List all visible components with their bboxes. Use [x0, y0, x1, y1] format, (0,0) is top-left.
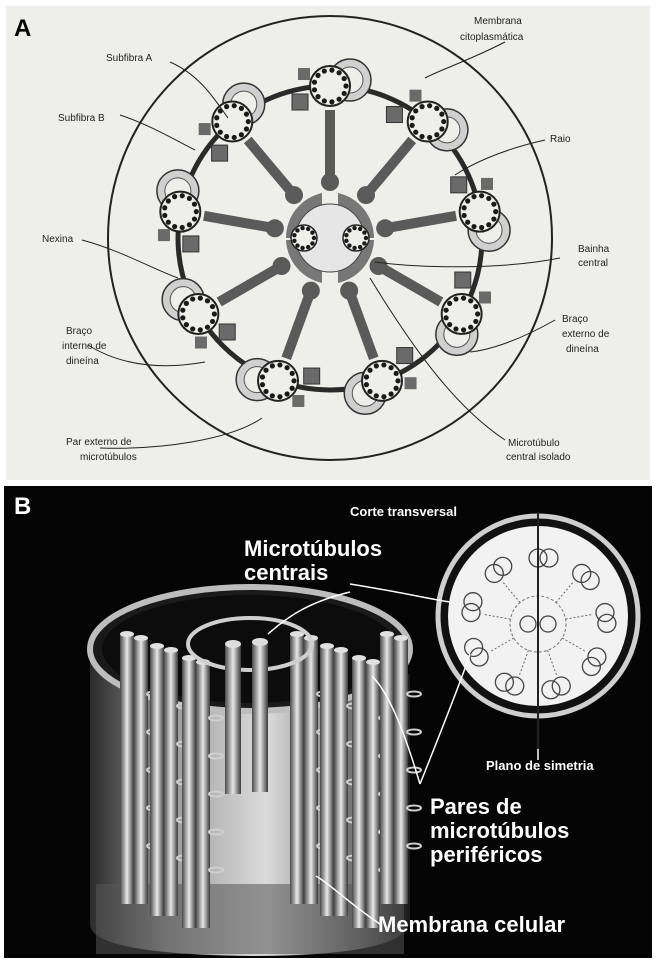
outer-dynein-arm	[386, 107, 402, 123]
inner-dynein-arm	[292, 395, 304, 407]
spoke-head	[302, 282, 320, 300]
label-pares-2: microtúbulos	[430, 818, 569, 843]
label-braco-interno-3: dineína	[66, 356, 99, 367]
axoneme-cross-section-diagram: A Membrana c	[0, 0, 656, 484]
label-braco-externo-1: Braço	[562, 314, 589, 325]
inner-dynein-arm	[405, 377, 417, 389]
spoke-head	[369, 257, 387, 275]
label-microtubulos-centrais-2: centrais	[244, 560, 328, 585]
outer-dynein-arm	[212, 145, 228, 161]
axoneme-3d-diagram: B	[0, 484, 656, 960]
label-par-externo-2: microtúbulos	[80, 452, 137, 463]
outer-dynein-arm	[304, 368, 320, 384]
label-membrana-celular: Membrana celular	[378, 912, 566, 937]
label-braco-interno-2: interno de	[62, 341, 107, 352]
outer-dynein-arm	[397, 348, 413, 364]
inner-dynein-arm	[481, 178, 493, 190]
label-microtubulos-centrais-1: Microtúbulos	[244, 536, 382, 561]
spoke-head	[321, 173, 339, 191]
outer-dynein-arm	[455, 272, 471, 288]
inner-dynein-arm	[298, 68, 310, 80]
label-raio: Raio	[550, 134, 571, 145]
label-subfibra-b: Subfibra B	[58, 113, 105, 124]
outer-dynein-arm	[451, 177, 467, 193]
inner-dynein-arm	[479, 291, 491, 303]
label-braco-externo-3: dineína	[566, 344, 599, 355]
label-plano-simetria: Plano de simetria	[486, 758, 594, 773]
inner-dynein-arm	[158, 229, 170, 241]
label-pares-1: Pares de	[430, 794, 522, 819]
label-membrana-2: citoplasmática	[460, 32, 524, 43]
spoke-head	[266, 219, 284, 237]
spoke-head	[285, 186, 303, 204]
inner-dynein-arm	[199, 123, 211, 135]
panel-b: B	[0, 484, 656, 960]
spoke-head	[357, 186, 375, 204]
outer-dynein-arm	[219, 324, 235, 340]
label-microtubulo-central-2: central isolado	[506, 452, 571, 463]
label-membrana-1: Membrana	[474, 16, 522, 27]
label-bainha-2: central	[578, 258, 608, 269]
outer-dynein-arm	[183, 236, 199, 252]
label-braco-interno-1: Braço	[66, 326, 93, 337]
inner-dynein-arm	[195, 337, 207, 349]
label-bainha-1: Bainha	[578, 244, 610, 255]
label-par-externo-1: Par externo de	[66, 437, 132, 448]
inner-dynein-arm	[410, 90, 422, 102]
spoke-head	[340, 282, 358, 300]
label-pares-3: periféricos	[430, 842, 543, 867]
panel-b-letter: B	[14, 493, 31, 520]
panel-a-letter: A	[14, 15, 31, 42]
outer-dynein-arm	[292, 94, 308, 110]
panel-a: A Membrana c	[0, 0, 656, 484]
label-subfibra-a: Subfibra A	[106, 53, 152, 64]
label-nexina: Nexina	[42, 234, 74, 245]
label-corte-transversal: Corte transversal	[350, 504, 457, 519]
spoke-head	[376, 219, 394, 237]
label-braco-externo-2: externo de	[562, 329, 610, 340]
spoke-head	[273, 257, 291, 275]
label-microtubulo-central-1: Microtúbulo	[508, 438, 560, 449]
